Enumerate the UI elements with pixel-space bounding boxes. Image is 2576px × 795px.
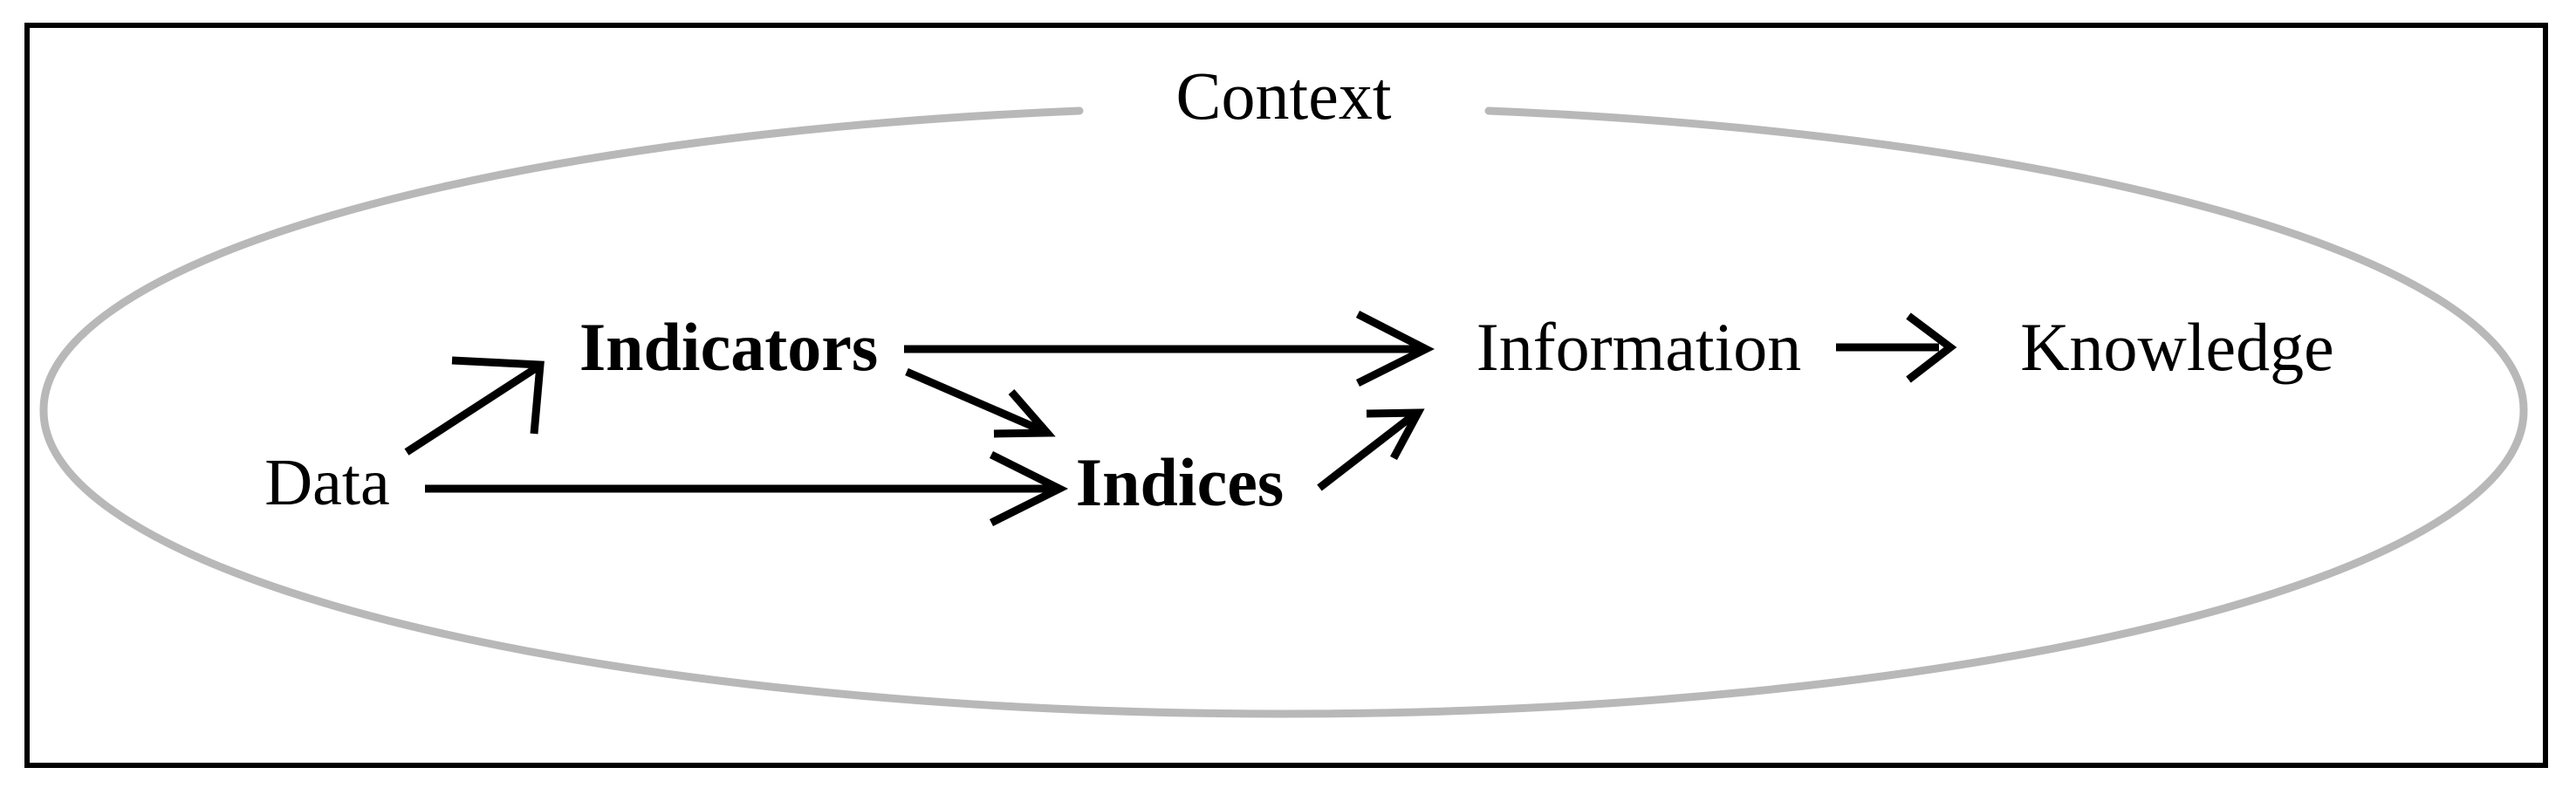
node-label-indices: Indices bbox=[1075, 444, 1285, 520]
arrow-data-to-indices bbox=[425, 450, 1069, 527]
arrow-data-to-indicators bbox=[404, 356, 545, 456]
arrow-information-to-knowledge bbox=[1836, 312, 1957, 383]
arrow-indicators-to-information bbox=[904, 310, 1435, 387]
context-ellipse bbox=[39, 106, 2528, 718]
node-label-knowledge: Knowledge bbox=[2020, 309, 2334, 385]
outer-border bbox=[24, 23, 2548, 768]
arrow-indicators-to-indices bbox=[905, 367, 1056, 438]
arrow-indices-to-information bbox=[1317, 408, 1425, 491]
context-label: Context bbox=[1175, 58, 1392, 134]
node-label-data: Data bbox=[264, 446, 390, 519]
node-label-indicators: Indicators bbox=[579, 309, 879, 385]
node-label-information: Information bbox=[1476, 309, 1802, 385]
